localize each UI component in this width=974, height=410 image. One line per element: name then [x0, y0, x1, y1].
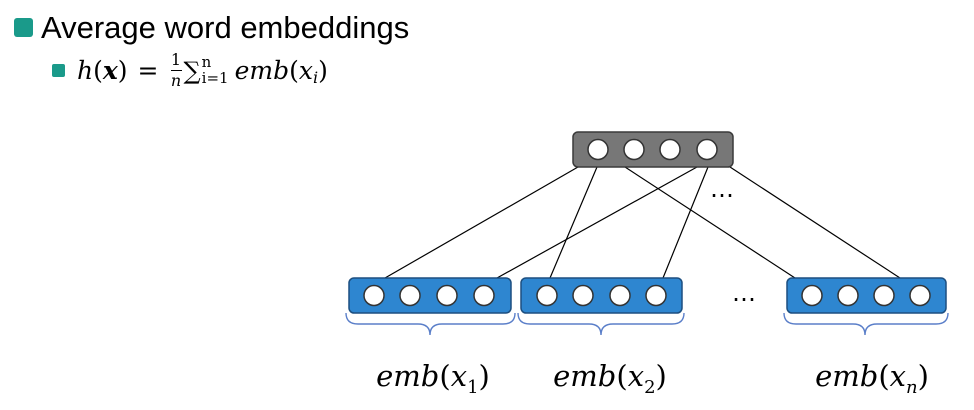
- formula-sum: ∑ n i=1: [183, 52, 229, 87]
- formula-body-sub: i: [312, 68, 319, 87]
- output-unit: [623, 138, 645, 161]
- label-emb-x1: emb(x1): [376, 359, 490, 398]
- input-layer-box: [520, 277, 683, 314]
- connection-line: [496, 166, 698, 279]
- formula-lhs-var: x: [102, 56, 118, 85]
- connection-line: [662, 166, 709, 279]
- output-layer: [572, 131, 734, 168]
- sum-lower: i=1: [201, 68, 229, 87]
- heading-text: Average word embeddings: [41, 10, 410, 45]
- output-layer-box: [572, 131, 734, 168]
- output-unit: [659, 138, 681, 161]
- label-emb-xn: emb(xn): [815, 359, 929, 398]
- connection-line: [729, 166, 901, 279]
- input-unit: [473, 284, 495, 307]
- brace-2: [517, 312, 685, 336]
- braces: [345, 312, 949, 336]
- connection-line: [549, 166, 598, 279]
- bullet-square-icon: [52, 64, 65, 77]
- input-layer-2: [520, 277, 683, 314]
- input-layer-box: [786, 277, 947, 314]
- input-unit: [399, 284, 421, 307]
- bullet-square-icon: [14, 18, 33, 37]
- input-unit: [873, 284, 895, 307]
- output-unit: [696, 138, 718, 161]
- ellipsis-top: …: [710, 175, 734, 203]
- heading-bullet: Average word embeddings: [14, 12, 409, 43]
- formula-fraction: 1 n: [170, 50, 182, 90]
- input-unit: [837, 284, 859, 307]
- output-unit: [587, 138, 609, 161]
- formula-lhs-fn: h: [77, 56, 94, 85]
- brace-1: [345, 312, 516, 336]
- input-unit: [801, 284, 823, 307]
- connection-line: [384, 166, 579, 279]
- input-unit: [436, 284, 458, 307]
- label-emb-x2: emb(x2): [553, 359, 667, 398]
- formula-body-var: x: [298, 56, 313, 85]
- input-unit: [536, 284, 558, 307]
- input-layer-n: [786, 277, 947, 314]
- input-unit: [609, 284, 631, 307]
- input-unit: [363, 284, 385, 307]
- input-unit: [645, 284, 667, 307]
- brace-n: [783, 312, 949, 336]
- sum-upper: n: [201, 52, 212, 71]
- input-layer-box: [348, 277, 512, 314]
- input-layer-1: [348, 277, 512, 314]
- formula-equals: =: [137, 56, 159, 85]
- input-unit: [572, 284, 594, 307]
- input-unit: [909, 284, 931, 307]
- connection-line: [624, 166, 796, 279]
- connection-lines: [384, 166, 901, 279]
- ellipsis-mid: …: [732, 279, 756, 307]
- formula-body-fn: emb: [234, 56, 290, 85]
